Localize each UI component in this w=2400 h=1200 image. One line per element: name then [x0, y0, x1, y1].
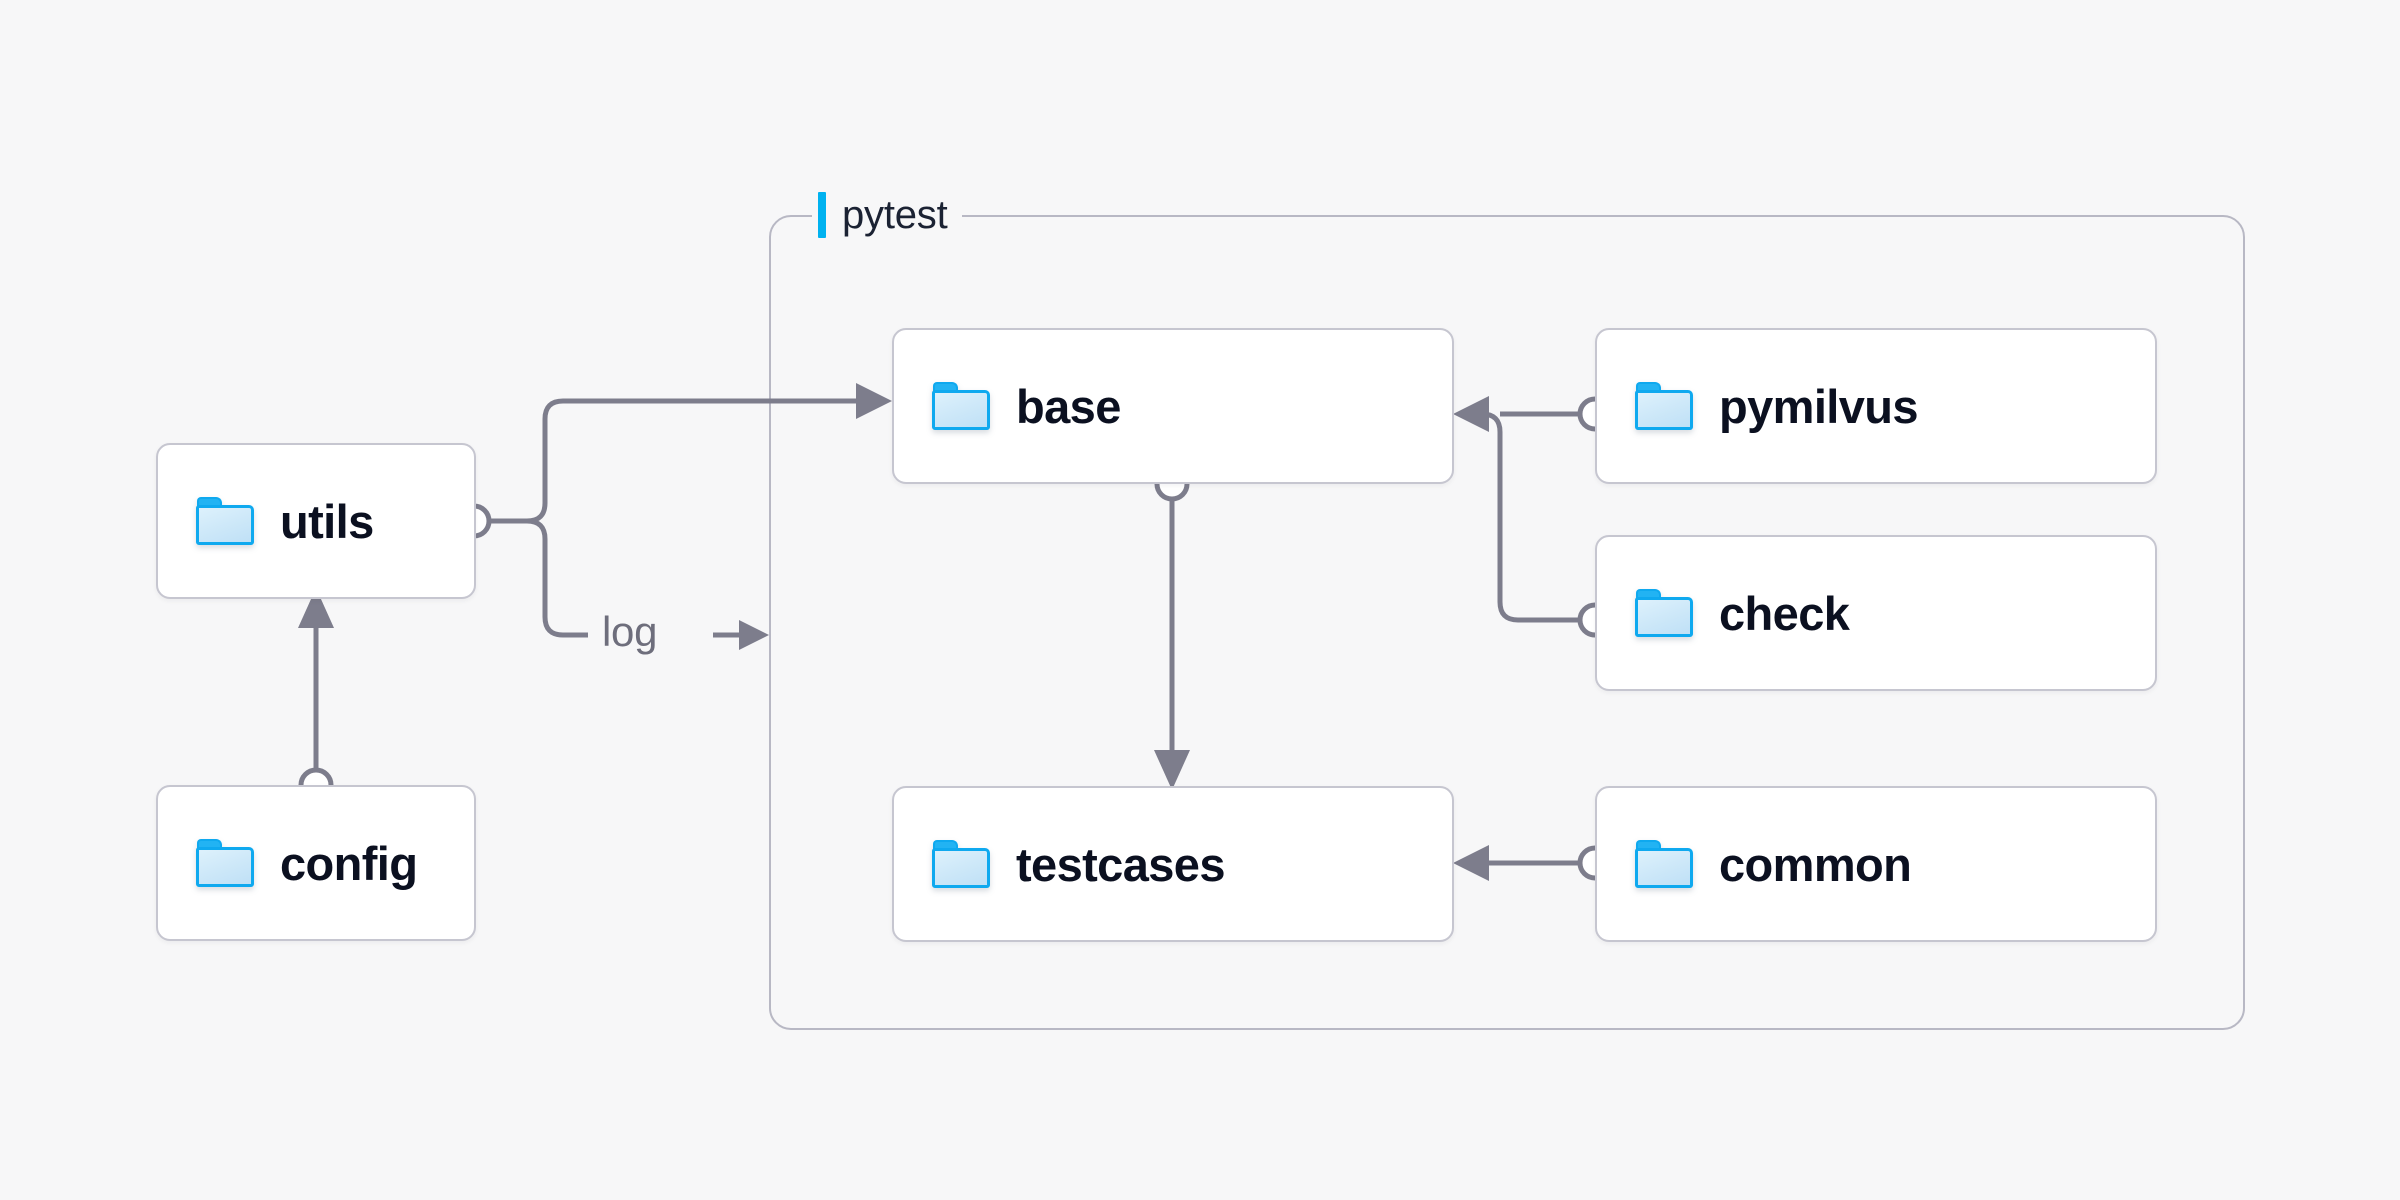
node-pymilvus[interactable]: pymilvus: [1595, 328, 2157, 484]
folder-icon: [932, 840, 990, 888]
accent-bar-icon: [818, 192, 826, 238]
node-pymilvus-label: pymilvus: [1719, 379, 1919, 433]
node-testcases[interactable]: testcases: [892, 786, 1454, 942]
folder-icon: [196, 497, 254, 545]
node-testcases-label: testcases: [1016, 837, 1225, 891]
folder-icon: [932, 382, 990, 430]
node-config-label: config: [280, 836, 418, 890]
node-check-label: check: [1719, 586, 1850, 640]
node-config[interactable]: config: [156, 785, 476, 941]
group-pytest[interactable]: [769, 215, 2245, 1030]
folder-icon: [1635, 382, 1693, 430]
edge-config-utils: [298, 588, 334, 769]
folder-icon: [1635, 589, 1693, 637]
node-utils[interactable]: utils: [156, 443, 476, 599]
folder-icon: [1635, 840, 1693, 888]
folder-icon: [196, 839, 254, 887]
node-base-label: base: [1016, 379, 1121, 433]
node-common-label: common: [1719, 837, 1912, 891]
group-pytest-label-text: pytest: [842, 192, 948, 237]
node-common[interactable]: common: [1595, 786, 2157, 942]
node-check[interactable]: check: [1595, 535, 2157, 691]
node-utils-label: utils: [280, 494, 374, 548]
group-pytest-label: pytest: [812, 192, 962, 238]
node-base[interactable]: base: [892, 328, 1454, 484]
edge-label-log: log: [602, 608, 658, 655]
